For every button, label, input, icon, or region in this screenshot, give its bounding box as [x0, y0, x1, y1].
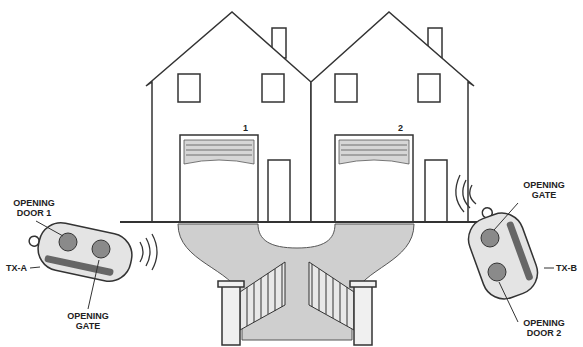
signal-waves — [463, 180, 470, 208]
callout-number: 1 — [243, 123, 248, 133]
gate-leaf — [254, 283, 255, 322]
signal-waves — [152, 234, 157, 270]
side-door — [268, 160, 290, 222]
driveway — [178, 224, 414, 340]
gate-pillar — [354, 285, 372, 345]
transmitter-name: TX-A — [6, 263, 27, 273]
remote-control — [24, 217, 136, 286]
remote-control — [506, 221, 534, 282]
garage-door — [341, 155, 407, 156]
remote-control — [459, 198, 543, 305]
garage-door — [184, 140, 254, 164]
window — [178, 74, 440, 102]
signal-waves — [140, 242, 143, 262]
leader-line — [544, 268, 554, 269]
garage-frame — [335, 135, 413, 222]
button-label: OPENING GATE — [60, 311, 116, 331]
gate-leaf — [275, 269, 276, 311]
house — [146, 12, 311, 222]
garage-frame — [180, 135, 413, 222]
gate-leaf — [326, 273, 327, 314]
garage-door — [341, 145, 407, 146]
remote-control — [34, 219, 136, 285]
button-label: OPENING DOOR 2 — [516, 318, 572, 338]
gate-leaf — [333, 278, 334, 318]
ground-line — [120, 221, 490, 223]
callout-number: 2 — [398, 123, 403, 133]
leader-line — [88, 260, 99, 309]
remote-button — [59, 233, 110, 258]
remote-button — [481, 229, 506, 281]
transmitter-name: TX-B — [556, 263, 577, 273]
driveway — [178, 224, 414, 340]
gate-leaf — [340, 283, 341, 322]
gate-leaf — [282, 264, 283, 307]
leader-line — [30, 267, 40, 268]
signal-waves — [146, 238, 150, 266]
gate-pillar — [218, 281, 244, 287]
garage-door — [186, 155, 252, 156]
side-door — [425, 160, 447, 222]
gate-leaf — [261, 278, 262, 318]
leader-line — [30, 203, 554, 322]
remote-button — [92, 240, 110, 258]
window — [335, 74, 357, 102]
gate-pillar — [222, 285, 240, 345]
garage-door — [186, 145, 252, 146]
gate-pillar — [218, 281, 376, 345]
remote-button — [488, 263, 506, 281]
house — [311, 12, 474, 222]
garage-door — [184, 140, 409, 164]
leader-line — [494, 203, 518, 230]
window — [178, 74, 200, 102]
signal-waves — [456, 175, 464, 212]
house — [146, 12, 474, 222]
gate-leaf — [309, 262, 354, 330]
gate-leaf — [268, 273, 269, 314]
button-label: OPENING GATE — [516, 180, 572, 200]
gate-leaf — [312, 264, 313, 307]
button-label: OPENING DOOR 1 — [6, 198, 62, 218]
gate-leaf — [247, 287, 248, 326]
side-door — [268, 160, 447, 222]
leader-line — [36, 221, 63, 236]
garage-door — [186, 150, 252, 151]
gate-pillar — [350, 281, 376, 287]
window — [418, 74, 440, 102]
remote-button — [481, 229, 499, 247]
signal-waves — [470, 185, 476, 204]
gate-leaf — [240, 262, 354, 330]
garage-frame — [180, 135, 258, 222]
window — [262, 74, 284, 102]
gate-leaf — [319, 269, 320, 311]
leader-line — [499, 282, 518, 322]
signal-waves — [140, 175, 476, 270]
gate-leaf — [240, 262, 285, 330]
garage-door — [341, 150, 407, 151]
gate-leaf — [347, 287, 348, 326]
garage-door — [339, 140, 409, 164]
